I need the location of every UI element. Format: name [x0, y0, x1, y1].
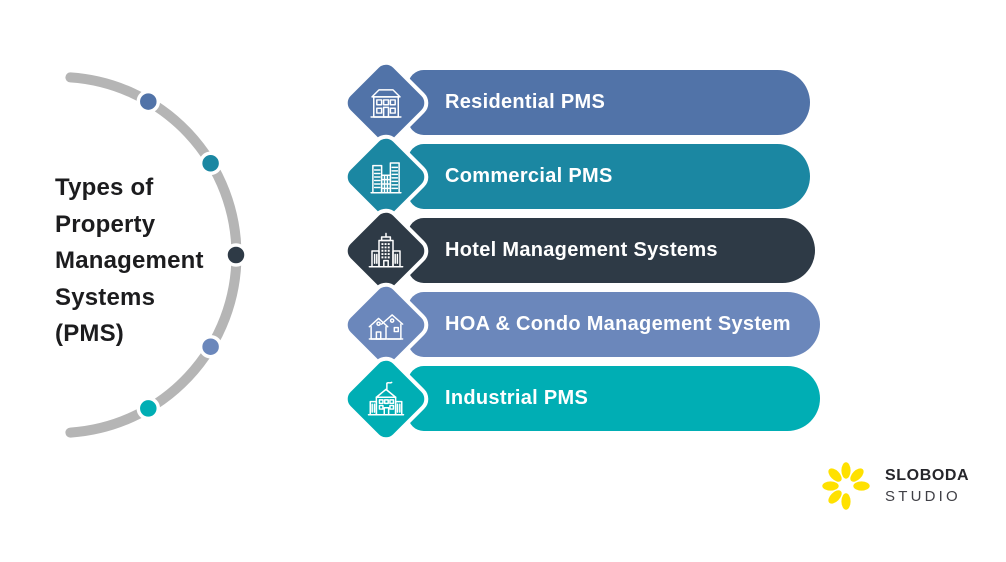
sloboda-studio-logo: SLOBODA STUDIO [820, 460, 969, 512]
logo-name: SLOBODA [885, 467, 970, 484]
bar-hotel-management-systems: Hotel Management Systems [408, 218, 815, 283]
title-line: Types of [55, 174, 154, 201]
timeline-arc [65, 72, 248, 438]
arc-dot-residential [136, 89, 161, 114]
page-title: Types of Property Management Systems (PM… [55, 170, 204, 353]
flower-icon [822, 462, 870, 510]
bar-residential-pms: Residential PMS [408, 70, 810, 135]
bar-hoa-condo-management-system: HOA & Condo Management System [408, 292, 820, 357]
hoa-condo-houses-icon [364, 303, 408, 347]
arc-dot-hotel [224, 243, 248, 267]
title-line: Management [55, 247, 204, 274]
logo-text: SLOBODA STUDIO [885, 467, 969, 505]
diamond-residential [337, 54, 435, 152]
diamond-hotel [337, 202, 435, 300]
bar-label: HOA & Condo Management System [445, 313, 791, 335]
category-row-residential: Residential PMS [0, 54, 1006, 152]
category-row-commercial: Commercial PMS [0, 128, 1006, 226]
category-row-hotel: Hotel Management Systems [0, 202, 1006, 300]
bar-label: Residential PMS [445, 91, 606, 113]
title-line: Systems [55, 283, 156, 311]
industrial-factory-icon [364, 377, 408, 421]
arc-dot-hoa [198, 334, 223, 359]
category-row-industrial: Industrial PMS [0, 350, 1006, 448]
diamond-hoa-condo [337, 276, 435, 374]
title-line: (PMS) [55, 320, 124, 347]
commercial-buildings-icon [364, 155, 408, 199]
category-row-hoa-condo: HOA & Condo Management System [0, 276, 1006, 374]
residential-house-icon [364, 81, 408, 125]
diamond-commercial [337, 128, 435, 226]
arc-dot-commercial [198, 151, 223, 176]
arc-dot-industrial [136, 396, 161, 421]
title-line: Property [55, 210, 156, 238]
hotel-building-icon [364, 229, 408, 273]
bar-industrial-pms: Industrial PMS [408, 366, 820, 431]
bar-label: Industrial PMS [445, 387, 589, 409]
bar-commercial-pms: Commercial PMS [408, 144, 810, 209]
bar-label: Hotel Management Systems [445, 239, 718, 261]
bar-label: Commercial PMS [445, 165, 613, 187]
diamond-industrial [337, 350, 435, 448]
logo-subname: STUDIO [885, 488, 961, 505]
